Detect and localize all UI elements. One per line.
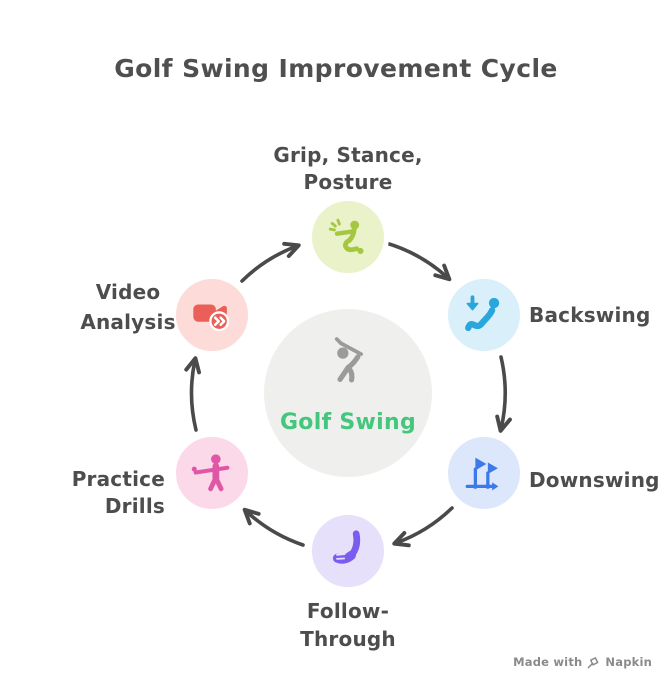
arrow-grip-to-backswing (384, 241, 452, 282)
arrow-practice-to-video (184, 356, 202, 432)
node-backswing (443, 274, 525, 356)
arrow-follow-to-practice (242, 507, 305, 547)
drill-person-icon (189, 450, 235, 496)
backswing-motion-icon (461, 292, 507, 338)
center-hub: Golf Swing (264, 309, 432, 477)
stance-person-icon (325, 214, 371, 260)
golf-club-icon (325, 528, 371, 574)
arrow-downswing-to-follow (392, 506, 454, 548)
node-follow-through (307, 510, 389, 592)
video-camera-icon (189, 292, 235, 338)
watermark-brand: Napkin (605, 655, 652, 669)
arrow-backswing-to-downswing (495, 355, 512, 433)
center-hub-label: Golf Swing (279, 410, 417, 435)
watermark: Made with Napkin (513, 655, 652, 669)
flags-progress-icon (461, 450, 507, 496)
napkin-logo-icon (587, 656, 600, 669)
arrow-video-to-grip (240, 241, 301, 283)
node-label-backswing: Backswing (529, 303, 651, 327)
node-label-practice-drills: Practice Drills (71, 467, 165, 518)
node-label-follow-through: Follow-Through (300, 599, 396, 651)
watermark-prefix: Made with (513, 655, 583, 669)
node-label-downswing: Downswing (529, 468, 660, 492)
node-practice-drills (171, 432, 253, 514)
node-grip-stance-posture (307, 196, 389, 278)
node-video-analysis (171, 274, 253, 356)
golfer-swing-icon (318, 333, 378, 397)
node-downswing (443, 432, 525, 514)
page-title: Golf Swing Improvement Cycle (114, 54, 558, 83)
node-label-grip-stance-posture: Grip, Stance,Posture (273, 143, 423, 194)
